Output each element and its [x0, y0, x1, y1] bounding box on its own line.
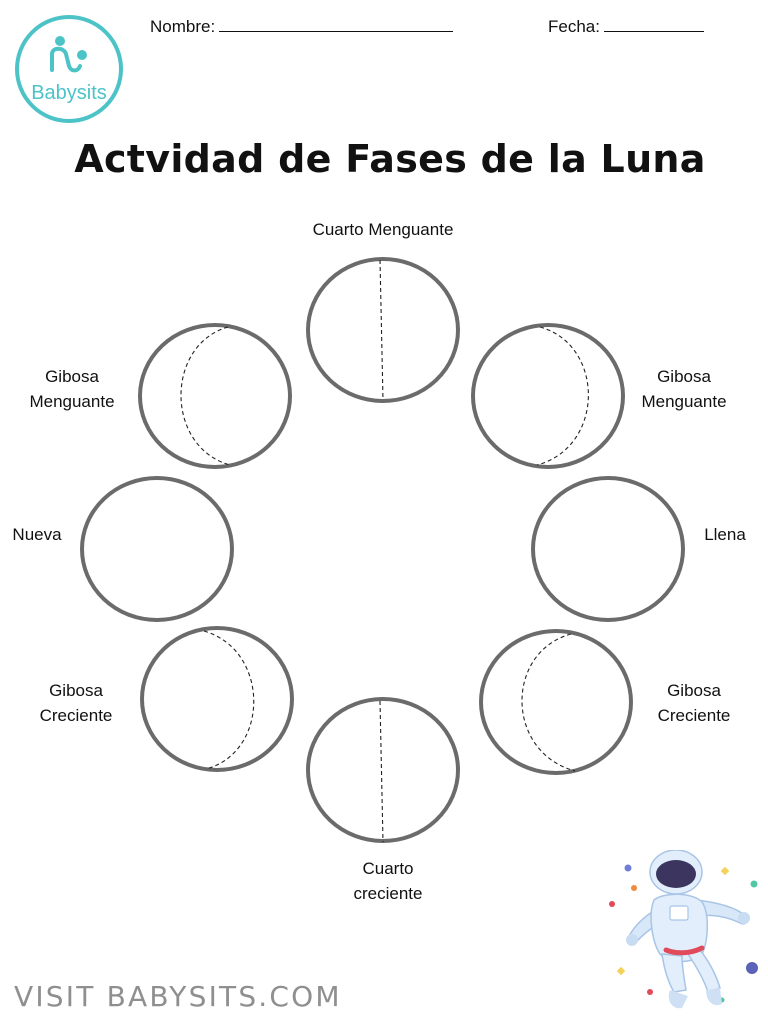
logo-text: Babysits	[31, 82, 107, 104]
label-line-2: Menguante	[641, 392, 727, 411]
label-line-1: Cuarto Menguante	[312, 220, 454, 239]
label-cuarto-creciente: Cuarto creciente	[318, 856, 458, 906]
name-blank-line[interactable]	[219, 17, 454, 32]
label-cuarto-menguante: Cuarto Menguante	[283, 217, 483, 242]
moon-gibosa-menguante-right	[471, 323, 625, 469]
label-line-1: Gibosa	[657, 367, 711, 386]
moon-gibosa-menguante-left	[138, 323, 292, 469]
label-line-1: Cuarto	[362, 859, 414, 878]
dashed-arc-upper-left	[180, 326, 231, 466]
label-line-2: Creciente	[657, 706, 731, 725]
date-field: Fecha:	[548, 17, 704, 37]
label-line-1: Llena	[704, 525, 746, 544]
date-label: Fecha:	[548, 17, 600, 36]
date-blank-line[interactable]	[603, 17, 704, 32]
astronaut-illustration	[609, 850, 758, 1009]
dashed-divider-top	[379, 259, 384, 401]
label-llena: Llena	[692, 522, 758, 547]
label-line-1: Gibosa	[49, 681, 103, 700]
moon-nueva	[80, 476, 234, 622]
label-nueva: Nueva	[0, 522, 74, 547]
astronaut-icon	[626, 850, 750, 1009]
name-field: Nombre:	[150, 17, 454, 37]
label-gibosa-creciente-right: Gibosa Creciente	[634, 678, 754, 728]
label-gibosa-menguante-left: Gibosa Menguante	[12, 364, 132, 414]
visit-babysits-footer[interactable]: VISIT BABYSITS.COM	[14, 980, 342, 1013]
dashed-arc-upper-right	[536, 326, 589, 466]
label-gibosa-menguante-right: Gibosa Menguante	[624, 364, 744, 414]
logo-baby-icon	[77, 50, 87, 60]
babysits-logo[interactable]: Babysits	[14, 14, 124, 124]
moon-cuarto-creciente-bottom	[306, 697, 460, 843]
logo-figure-icon	[50, 46, 82, 73]
label-line-1: Gibosa	[45, 367, 99, 386]
name-label: Nombre:	[150, 17, 216, 36]
label-line-1: Gibosa	[667, 681, 721, 700]
moon-llena	[531, 476, 685, 622]
label-line-2: creciente	[353, 884, 423, 903]
label-line-1: Nueva	[12, 525, 62, 544]
label-line-2: Creciente	[39, 706, 113, 725]
label-gibosa-creciente-left: Gibosa Creciente	[16, 678, 136, 728]
dashed-arc-lower-right	[521, 633, 576, 772]
label-line-2: Menguante	[29, 392, 115, 411]
page-title: Actvidad de Fases de la Luna	[74, 137, 706, 181]
moon-gibosa-creciente-left	[140, 626, 294, 772]
logo-head-icon	[55, 36, 65, 46]
dashed-arc-lower-left	[203, 630, 255, 770]
moon-cuarto-menguante-top	[306, 257, 460, 403]
moon-gibosa-creciente-right	[479, 629, 633, 775]
dashed-divider-bottom	[379, 700, 384, 843]
